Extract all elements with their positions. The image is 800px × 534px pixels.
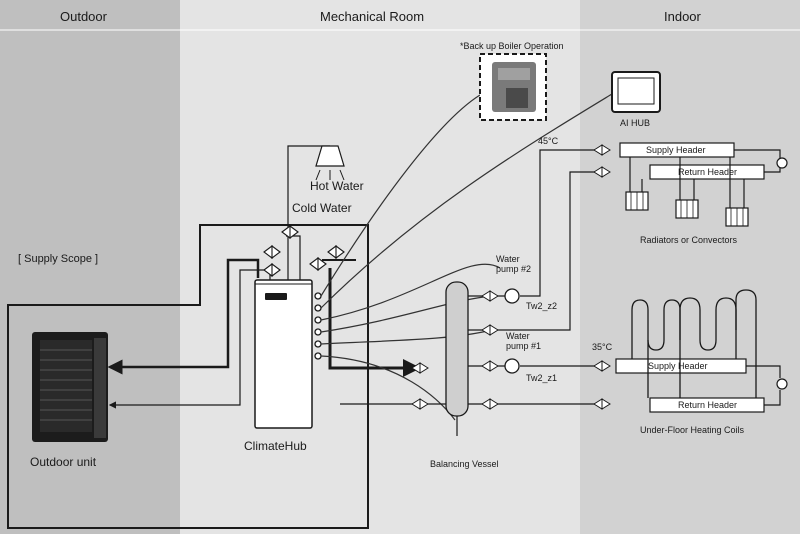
supply-scope-label: [ Supply Scope ] xyxy=(18,253,99,265)
radiator-icons xyxy=(625,191,749,227)
radiators-label: Radiators or Convectors xyxy=(640,235,738,245)
cold-water-label: Cold Water xyxy=(292,201,352,215)
pump-icons xyxy=(504,288,520,374)
pump2-label: Water pump #2 xyxy=(496,254,532,274)
temp-45-label: 45°C xyxy=(538,136,559,146)
supply-header-bottom-label: Supply Header xyxy=(648,361,708,371)
climatehub-unit xyxy=(254,279,313,429)
control-wires xyxy=(320,93,613,421)
vessel-valves xyxy=(411,144,611,410)
return-header-bottom-label: Return Header xyxy=(678,400,738,410)
zone-title-indoor: Indoor xyxy=(664,9,701,24)
hot-water-label: Hot Water xyxy=(310,179,364,193)
pump1-label: Water pump #1 xyxy=(506,331,542,351)
backup-boiler xyxy=(479,53,547,121)
outdoor-unit xyxy=(32,332,108,442)
underfloor-coil-icons xyxy=(631,289,757,398)
supply-scope-boundary xyxy=(7,224,369,529)
balancing-vessel xyxy=(445,281,469,417)
climatehub-label: ClimateHub xyxy=(244,439,307,453)
underfloor-label: Under-Floor Heating Coils xyxy=(640,425,745,435)
tw2-z1-label: Tw2_z1 xyxy=(526,373,558,383)
supply-header-top-label: Supply Header xyxy=(646,145,706,155)
backup-boiler-label: *Back up Boiler Operation xyxy=(460,41,564,51)
outdoor-unit-label: Outdoor unit xyxy=(30,455,97,469)
ai-hub-label: AI HUB xyxy=(620,118,651,128)
zone-title-outdoor: Outdoor xyxy=(60,9,107,24)
climatehub-ports xyxy=(314,292,322,360)
shower-head-icon xyxy=(315,145,345,181)
temp-35-label: 35°C xyxy=(592,342,613,352)
outdoor-zone xyxy=(0,0,180,534)
balancing-vessel-label: Balancing Vessel xyxy=(430,459,499,469)
ai-hub-device xyxy=(611,71,661,113)
zone-title-mechanical: Mechanical Room xyxy=(320,9,425,24)
tw2-z2-label: Tw2_z2 xyxy=(526,301,558,311)
return-header-top-label: Return Header xyxy=(678,167,738,177)
